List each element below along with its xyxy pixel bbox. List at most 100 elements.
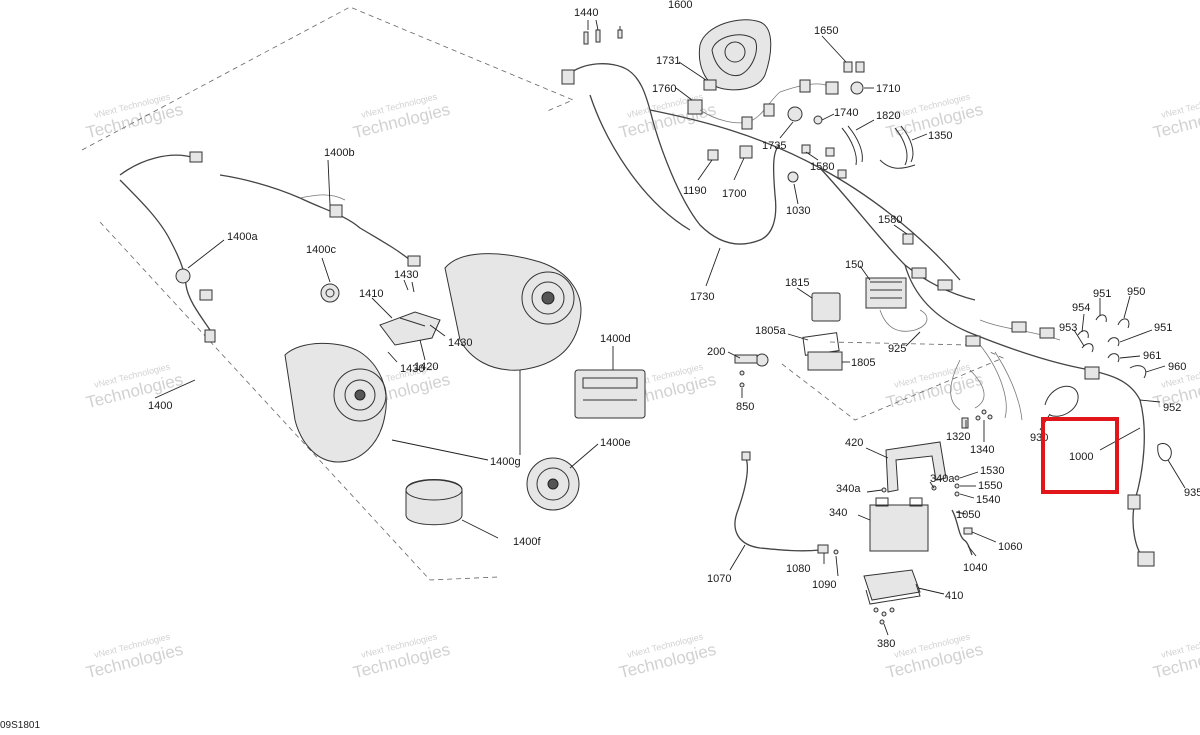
grommet-1710 [850, 81, 864, 95]
relay-base-1805 [807, 351, 843, 371]
speaker-bracket-1410 [379, 311, 441, 346]
callout-1650: 1650 [814, 25, 838, 37]
battery-340 [869, 504, 929, 552]
cable-1350 [894, 127, 908, 166]
screw-380 [881, 611, 887, 617]
clip-930 [1044, 385, 1079, 417]
connector [825, 81, 839, 95]
nut-1530 [954, 475, 960, 481]
screw-1440 [595, 29, 601, 43]
regulator-150 [865, 277, 907, 309]
tie-960 [1129, 365, 1147, 379]
switch-1700 [739, 145, 753, 159]
callout-950: 950 [1127, 286, 1145, 298]
callout-1400e: 1400e [600, 437, 631, 449]
harness-connector [911, 267, 927, 279]
callout-951: 951 [1093, 288, 1111, 300]
speaker-connector [199, 289, 213, 301]
cable-1070 [734, 457, 821, 552]
callout-960: 960 [1168, 361, 1186, 373]
callout-961: 961 [1143, 350, 1161, 362]
harness-connector [1039, 327, 1055, 339]
harness-connector [937, 279, 953, 291]
callout-1400g: 1400g [490, 456, 521, 468]
leader-lines [154, 19, 1186, 636]
callout-1815: 1815 [785, 277, 809, 289]
callout-1740: 1740 [834, 107, 858, 119]
screw-1340 [987, 414, 993, 420]
callout-925: 925 [888, 343, 906, 355]
terminal-1060 [963, 527, 973, 535]
amplifier-1400d [574, 369, 646, 419]
callout-1350: 1350 [928, 130, 952, 142]
cable-1820 [841, 127, 857, 166]
fuse-1580 [801, 144, 811, 154]
switch-1735 [787, 106, 803, 122]
connector-1190 [707, 149, 719, 161]
screw-1440 [583, 31, 589, 45]
fuse-1650 [843, 61, 853, 73]
connector-1731 [703, 79, 717, 91]
fuse-1320 [961, 417, 969, 429]
callout-1070: 1070 [707, 573, 731, 585]
callout-labels: 1440 1600 1650 1731 1760 1710 1740 1820 … [148, 0, 1200, 650]
callout-1430: 1430 [448, 337, 472, 349]
callout-1580: 1580 [810, 161, 834, 173]
cable-1040 [951, 509, 973, 556]
audio-components [284, 253, 646, 526]
speaker-connector [329, 204, 343, 218]
fuse-1580 [825, 147, 835, 157]
bolt-340a [881, 487, 887, 493]
battery-tray-410 [863, 569, 921, 601]
washer-1550 [954, 483, 960, 489]
fuse-1650 [855, 61, 865, 73]
callout-953: 953 [1059, 322, 1077, 334]
callout-1190: 1190 [683, 185, 707, 197]
callout-1540: 1540 [976, 494, 1000, 506]
terminal [741, 451, 751, 461]
tie-961 [1107, 353, 1120, 363]
diagram-reference-code: 09S1801 [0, 720, 41, 731]
callout-1040: 1040 [963, 562, 987, 574]
harness-connector [965, 335, 981, 347]
callout-1090: 1090 [812, 579, 836, 591]
relay-group-outline [781, 351, 1004, 421]
screw-380 [873, 607, 879, 613]
speaker-enclosure-right [444, 253, 582, 371]
speaker-connector [175, 268, 191, 284]
clip-935 [1157, 443, 1172, 462]
screw-380 [889, 607, 895, 613]
callout-1000: 1000 [1069, 451, 1093, 463]
tweeter-1400c [320, 283, 340, 303]
callout-410: 410 [945, 590, 963, 602]
harness-connector [1011, 321, 1027, 333]
connector [741, 116, 753, 130]
speaker-harness [119, 151, 421, 343]
connector [799, 79, 811, 93]
battery-group [734, 441, 973, 625]
callout-952: 952 [1163, 402, 1181, 414]
callout-1420: 1420 [414, 361, 438, 373]
callout-380: 380 [877, 638, 895, 650]
screw-850 [739, 382, 745, 388]
callout-1730: 1730 [690, 291, 714, 303]
connector-1760 [687, 99, 703, 115]
callout-1410: 1410 [359, 288, 383, 300]
callout-1400: 1400 [148, 400, 172, 412]
callout-1580: 1580 [878, 214, 902, 226]
highlight-box [1041, 417, 1119, 494]
callout-1320: 1320 [946, 431, 970, 443]
fuse-1580 [902, 233, 914, 245]
callout-1340: 1340 [970, 444, 994, 456]
callout-1400b: 1400b [324, 147, 355, 159]
grommet-1030 [787, 171, 799, 183]
speaker-connector [407, 255, 421, 267]
connector [763, 103, 775, 117]
screw-1340 [981, 409, 987, 415]
callout-1820: 1820 [876, 110, 900, 122]
callout-1530: 1530 [980, 465, 1004, 477]
screw-1340 [975, 415, 981, 421]
callout-1400c: 1400c [306, 244, 336, 256]
callout-1700: 1700 [722, 188, 746, 200]
callout-1060: 1060 [998, 541, 1022, 553]
